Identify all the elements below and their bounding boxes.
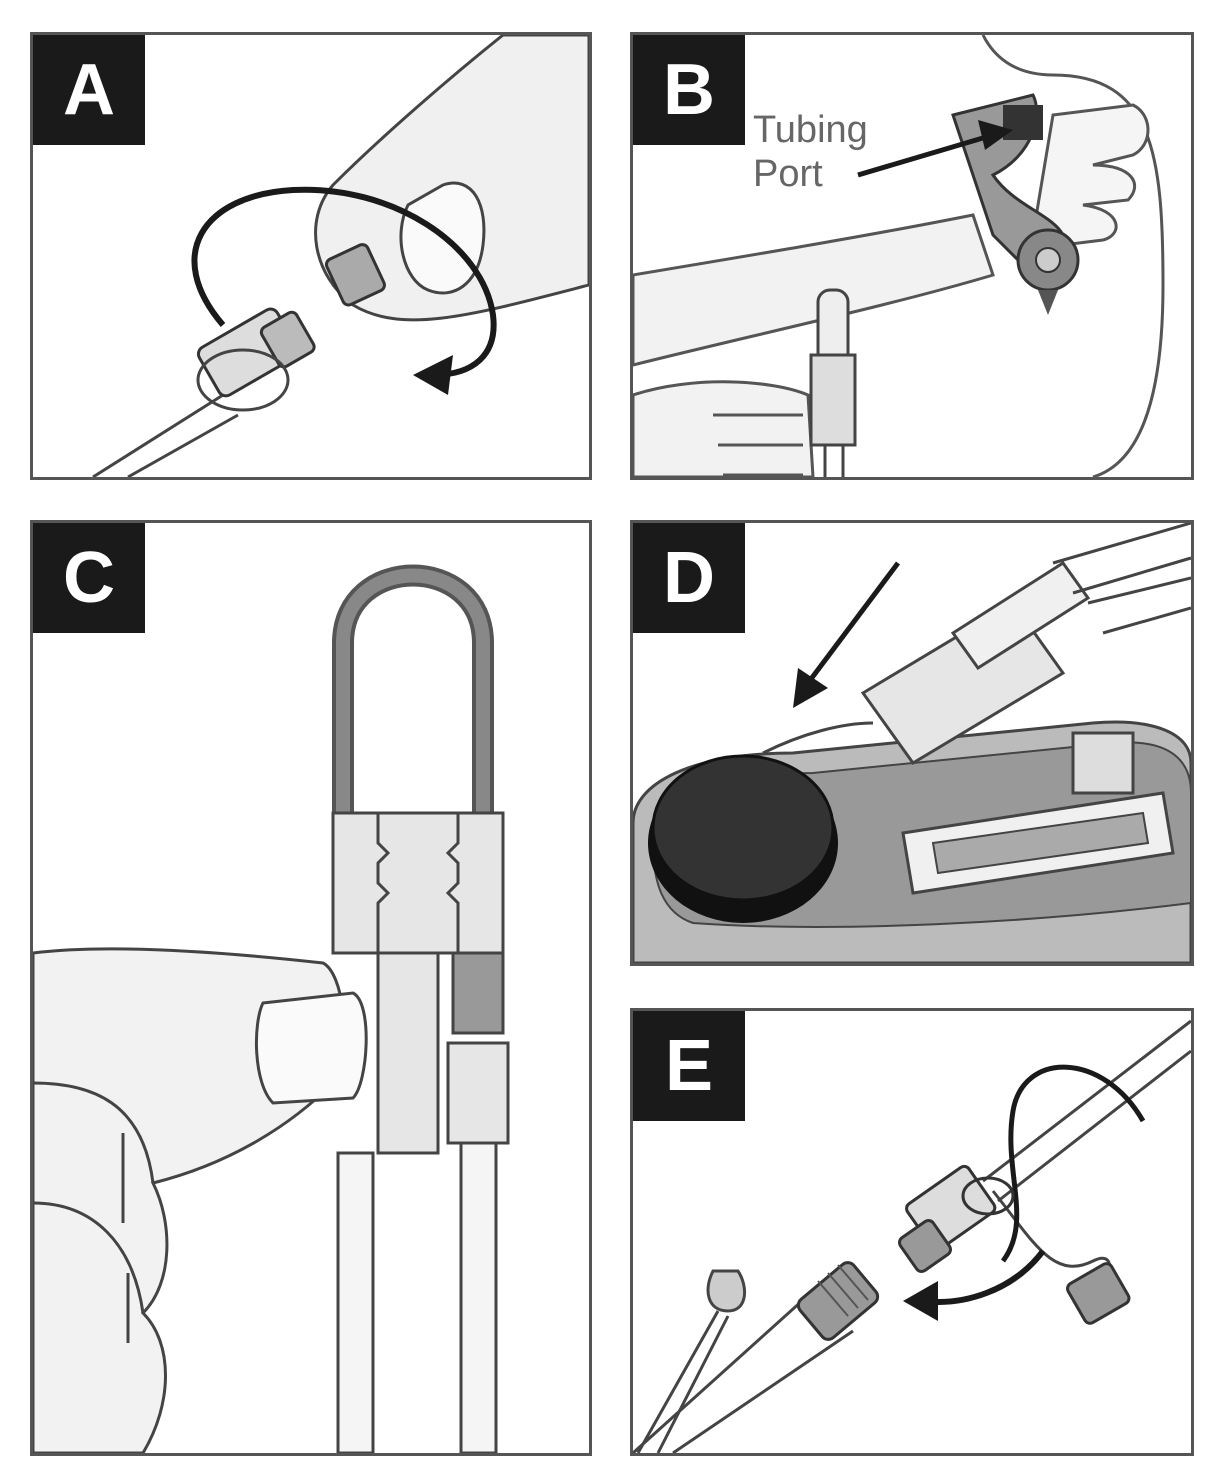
panel-label-c: C (33, 523, 145, 633)
callout-tubing-port: Tubing Port (753, 109, 868, 196)
illustration-disconnect-twist (92, 35, 589, 477)
illustration-insert-connector (633, 523, 1191, 963)
panel-b: B Tubing Port (630, 32, 1194, 480)
panel-c: C (30, 520, 592, 1456)
panel-label-d: D (633, 523, 745, 633)
callout-line-1: Tubing (753, 109, 868, 151)
panel-label-a: A (33, 35, 145, 145)
illustration-tubing-port (633, 35, 1165, 477)
panel-e: E (630, 1008, 1194, 1456)
callout-line-2: Port (753, 152, 823, 195)
panel-label-b: B (633, 35, 745, 145)
illustration-cap-connector (633, 1019, 1191, 1453)
illustration-squeeze-connector (33, 564, 510, 1453)
panel-d: D (630, 520, 1194, 966)
panel-label-e: E (633, 1011, 745, 1121)
panel-a: A (30, 32, 592, 480)
